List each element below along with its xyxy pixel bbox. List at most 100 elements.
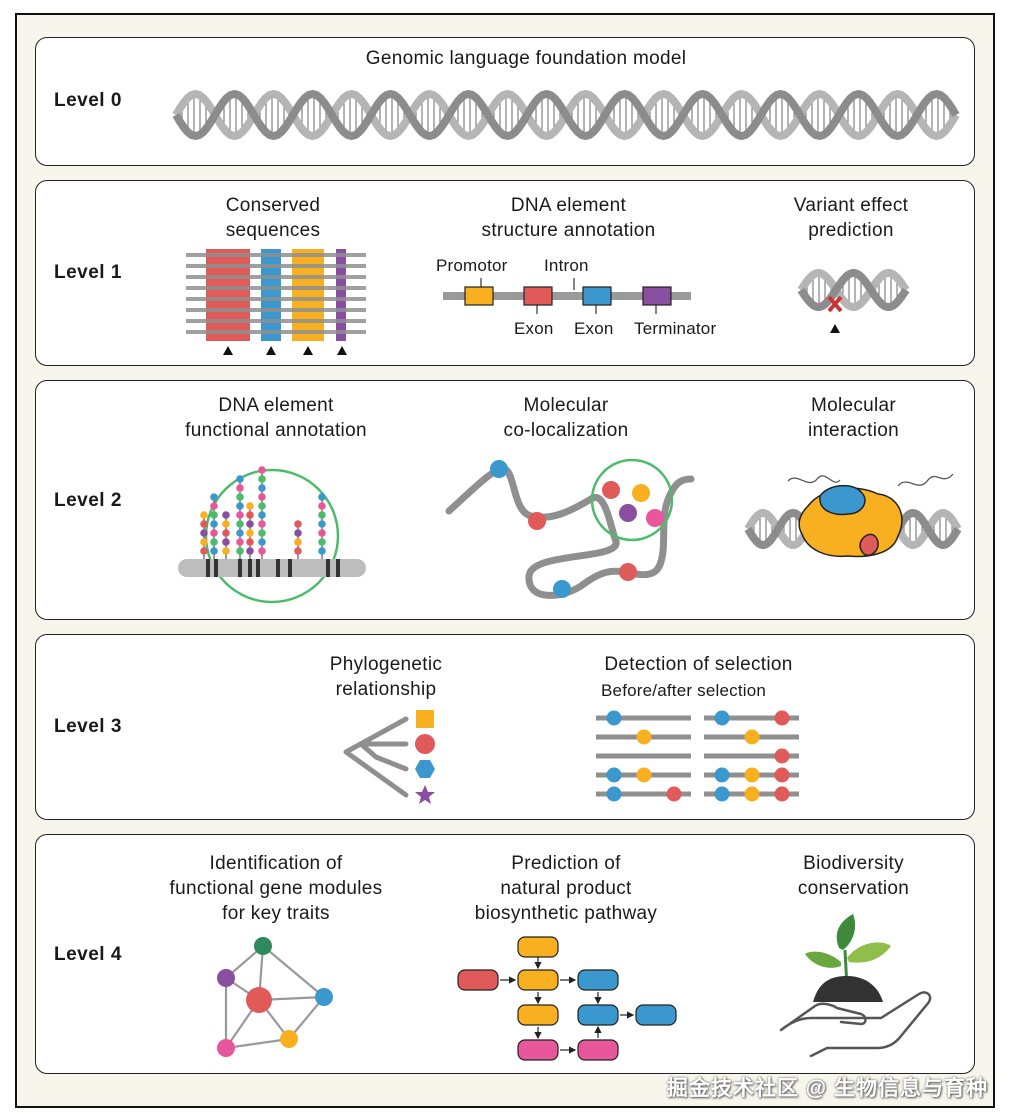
annotation-dot bbox=[210, 520, 218, 528]
promotor-box bbox=[464, 286, 494, 306]
annotation-dot bbox=[258, 502, 266, 510]
intron-label: Intron bbox=[544, 256, 589, 275]
molecule-purple bbox=[619, 504, 637, 522]
annotation-dot bbox=[222, 520, 230, 528]
annotation-dot bbox=[318, 520, 326, 528]
annotation-dot bbox=[210, 511, 218, 519]
selection-allele bbox=[714, 710, 730, 726]
selection-allele bbox=[666, 786, 682, 802]
pathway-node-orange bbox=[517, 969, 559, 991]
protein-complex-figure bbox=[787, 473, 954, 558]
pathway-node-pink bbox=[517, 1039, 559, 1061]
annotation-dot bbox=[318, 493, 326, 501]
annotation-dot bbox=[222, 547, 230, 555]
hand-plant-figure bbox=[779, 914, 932, 1058]
network-node-green bbox=[254, 937, 272, 955]
functional-annotation-figure bbox=[178, 466, 366, 604]
exon-box-blue bbox=[582, 286, 612, 306]
annotation-dot bbox=[236, 529, 244, 537]
annotation-dot bbox=[246, 511, 254, 519]
taxon-square bbox=[416, 710, 434, 728]
gene-structure-figure bbox=[443, 278, 691, 314]
selection-allele bbox=[636, 729, 652, 745]
exon-box-red bbox=[523, 286, 553, 306]
selection-allele bbox=[774, 786, 790, 802]
taxon-circle bbox=[415, 734, 435, 754]
chromosome-band bbox=[276, 559, 280, 577]
foundation-model-title: Genomic language foundation model bbox=[365, 48, 687, 69]
pathway-node-orange bbox=[517, 1004, 559, 1026]
level-1-label: Level 1 bbox=[54, 262, 122, 283]
terminator-box bbox=[642, 286, 672, 306]
annotation-dot bbox=[258, 484, 266, 492]
conserved-alignment-figure bbox=[186, 249, 366, 355]
annotation-dot bbox=[258, 511, 266, 519]
selection-allele bbox=[774, 767, 790, 783]
annotation-dot bbox=[200, 547, 208, 555]
annotation-dot bbox=[258, 529, 266, 537]
selection-allele bbox=[774, 710, 790, 726]
annotation-dot bbox=[258, 466, 266, 474]
annotation-dot bbox=[294, 547, 302, 555]
alignment-line bbox=[186, 286, 366, 290]
chromosome-band bbox=[214, 559, 218, 577]
annotation-dot bbox=[200, 511, 208, 519]
biosynthetic-pathway-figure bbox=[457, 936, 677, 1061]
molecule-red bbox=[528, 512, 546, 530]
selection-line bbox=[596, 753, 691, 759]
annotation-dot bbox=[236, 511, 244, 519]
level-3-label: Level 3 bbox=[54, 716, 122, 737]
annotation-dot bbox=[236, 547, 244, 555]
annotation-dot bbox=[294, 538, 302, 546]
alignment-line bbox=[186, 308, 366, 312]
annotation-dot bbox=[246, 538, 254, 546]
chromosome bbox=[178, 559, 366, 577]
gene-network-figure bbox=[217, 937, 333, 1057]
selection-line bbox=[596, 715, 691, 721]
alignment-line bbox=[186, 319, 366, 323]
annotation-dot bbox=[318, 538, 326, 546]
level-0-label: Level 0 bbox=[54, 90, 122, 111]
selection-line bbox=[704, 715, 799, 721]
dna-helix-long bbox=[172, 89, 960, 141]
phylogenetic-tree-figure bbox=[343, 710, 435, 804]
dna-helix-variant bbox=[797, 269, 910, 311]
pathway-node-blue bbox=[635, 1004, 677, 1026]
conserved-block-red bbox=[206, 249, 250, 341]
annotation-dot bbox=[318, 502, 326, 510]
annotation-dot bbox=[210, 547, 218, 555]
annotation-dot bbox=[318, 529, 326, 537]
annotation-dot bbox=[236, 520, 244, 528]
chromosome-band bbox=[336, 559, 340, 577]
molecule-red bbox=[619, 563, 637, 581]
annotation-dot bbox=[318, 547, 326, 555]
annotation-dot bbox=[210, 502, 218, 510]
annotation-dot bbox=[294, 529, 302, 537]
annotation-dot bbox=[200, 529, 208, 537]
alignment-line bbox=[186, 330, 366, 334]
marker-triangle bbox=[337, 346, 347, 355]
molecule-orange bbox=[632, 484, 650, 502]
selection-lines-figure bbox=[596, 710, 799, 802]
panel-level-0: Level 0 Genomic language foundation mode… bbox=[35, 37, 975, 166]
exon-label-1: Exon bbox=[514, 319, 554, 338]
annotation-dot bbox=[246, 529, 254, 537]
network-node-red bbox=[246, 987, 272, 1013]
annotation-dot bbox=[236, 493, 244, 501]
annotation-dot bbox=[318, 511, 326, 519]
protein-red bbox=[859, 533, 879, 556]
alignment-line bbox=[186, 275, 366, 279]
helix-strand bbox=[797, 269, 910, 311]
taxon-hexagon bbox=[415, 760, 435, 778]
selection-allele bbox=[744, 786, 760, 802]
annotation-dot bbox=[210, 538, 218, 546]
selection-allele bbox=[636, 767, 652, 783]
